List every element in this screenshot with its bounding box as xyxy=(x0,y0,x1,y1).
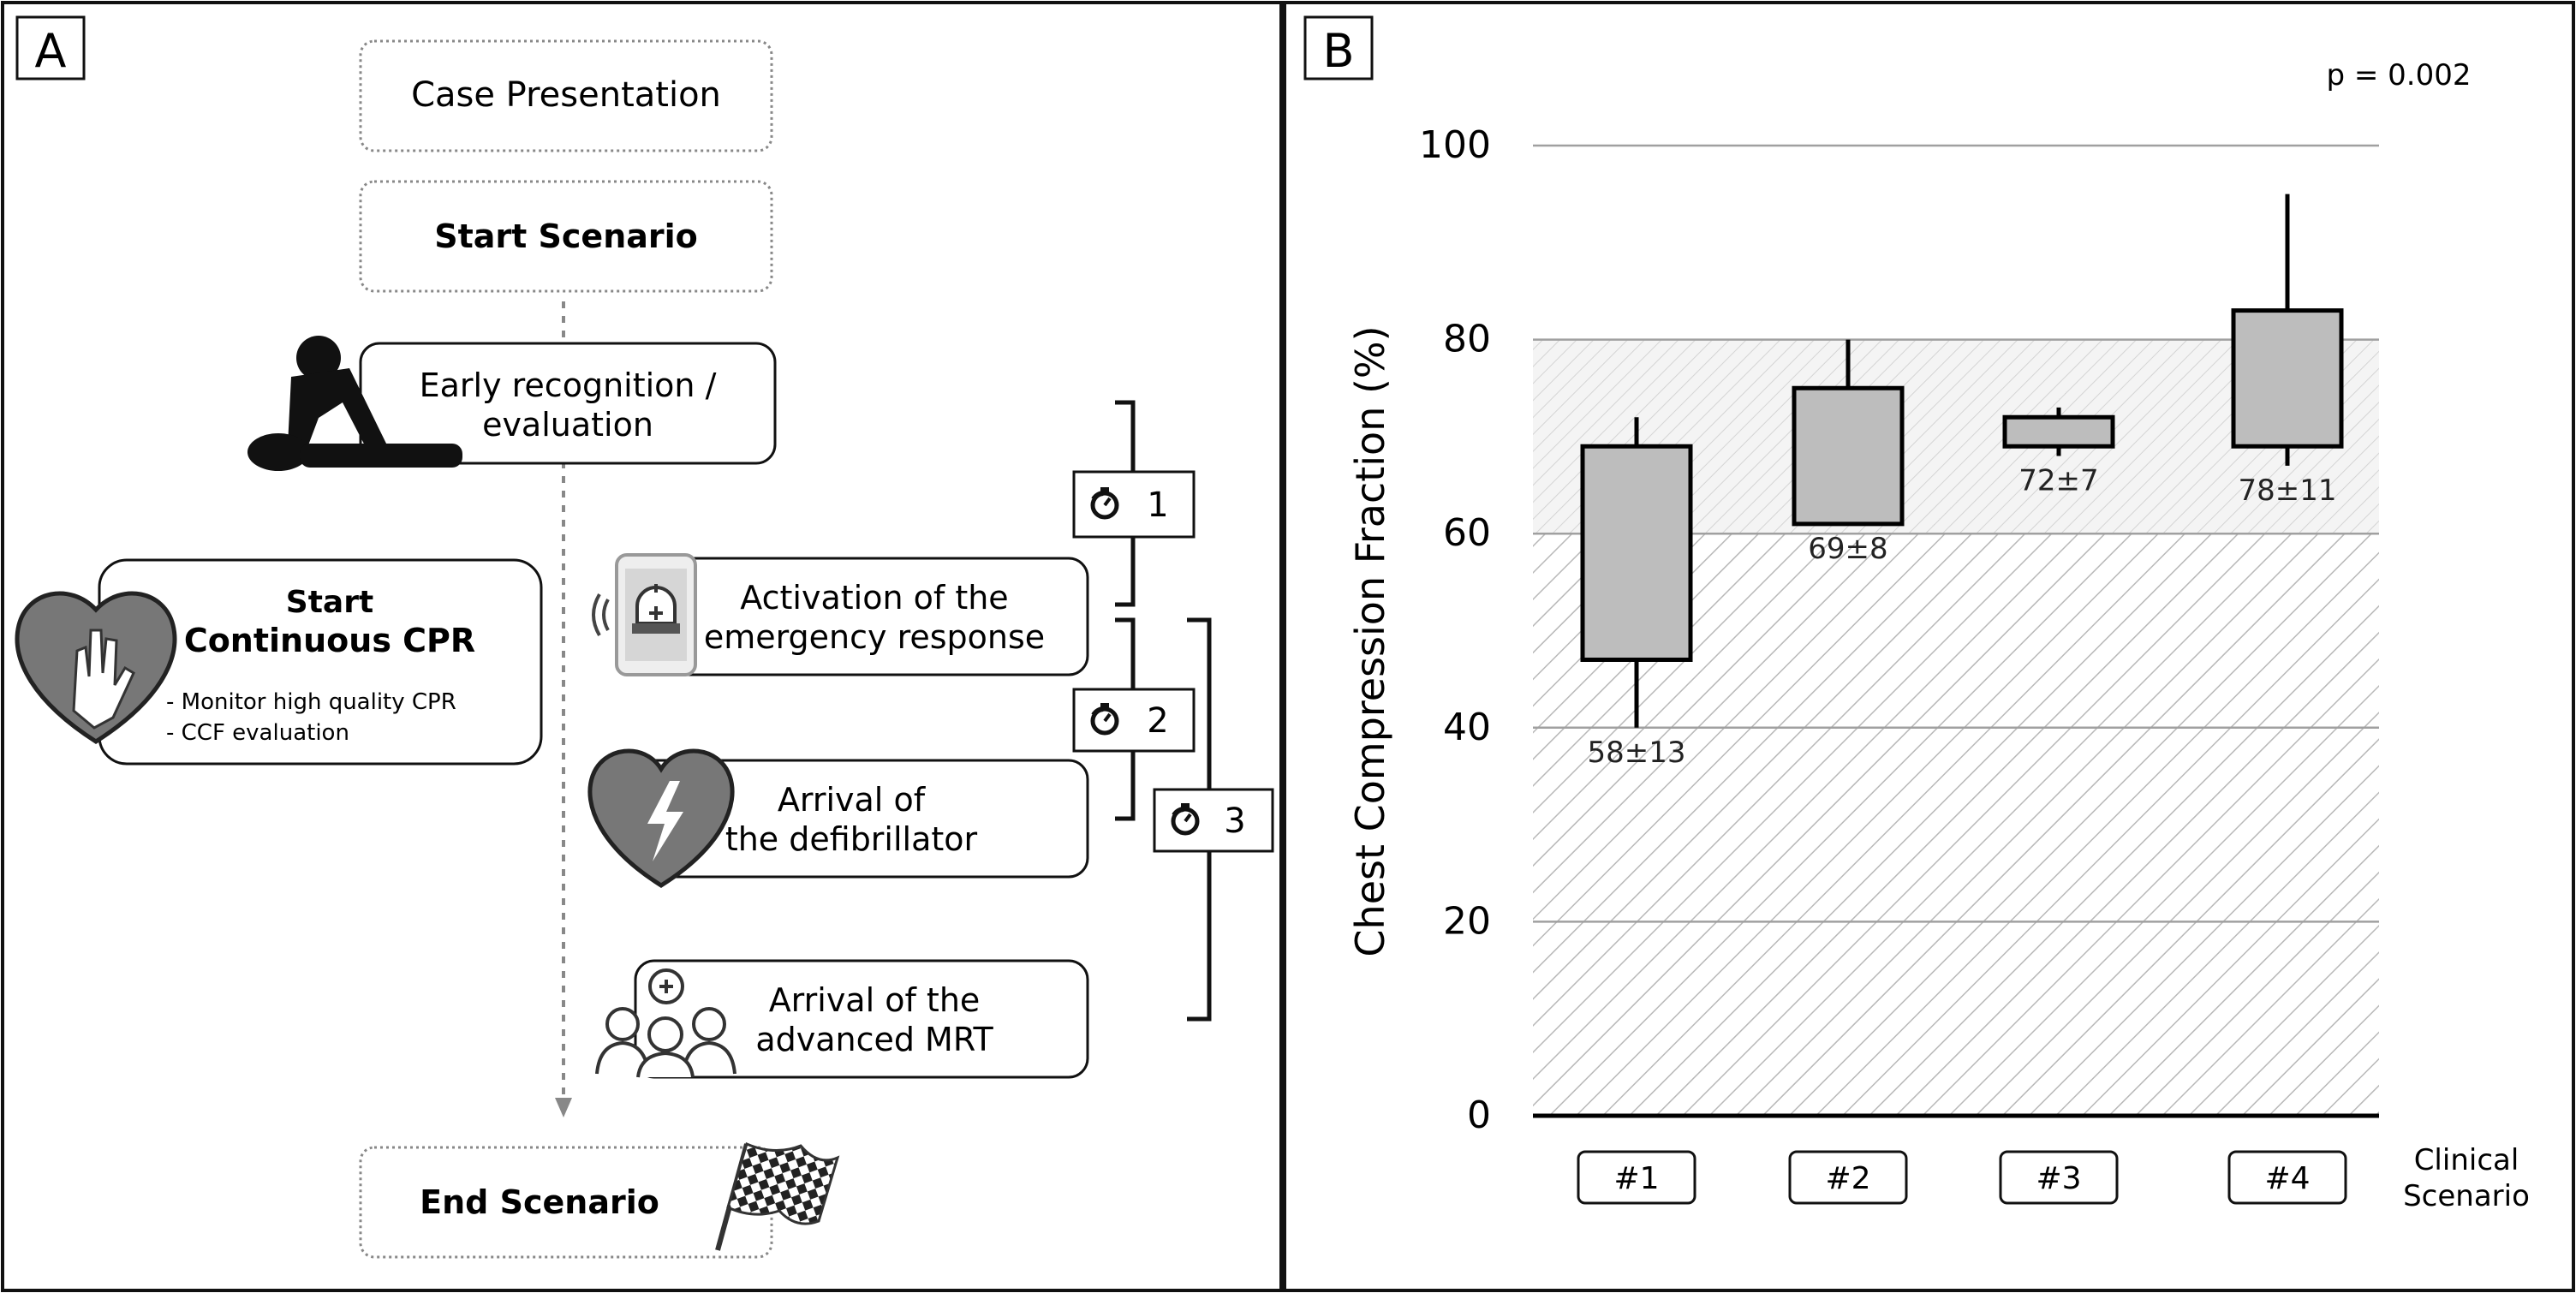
box-plot-3 xyxy=(2002,407,2115,456)
medical-team-icon xyxy=(595,968,736,1078)
case-presentation-box xyxy=(359,39,773,152)
cpr-bullet-2: - CCF evaluation xyxy=(166,720,349,746)
mean-label: 72±7 xyxy=(2018,464,2098,498)
box xyxy=(1580,444,1693,662)
early-recognition-line1: Early recognition / xyxy=(420,366,717,404)
timer-2: 2 xyxy=(1072,688,1196,753)
mean-label: 69±8 xyxy=(1808,532,1887,566)
activation-line1: Activation of the xyxy=(740,579,1008,617)
y-tick-label: 0 xyxy=(1467,1093,1491,1137)
mean-label: 58±13 xyxy=(1587,736,1685,770)
x-axis-label-line1: Clinical xyxy=(2414,1143,2519,1177)
heart-lightning-icon xyxy=(587,748,735,888)
y-tick-label: 60 xyxy=(1443,511,1491,555)
activation-box xyxy=(634,557,1089,676)
box xyxy=(2002,414,2115,449)
panel-b: B p = 0.002 0 20 40 60 80 100 58±13 69±8 72±7 78… xyxy=(1283,1,2575,1292)
x-category-3: #3 xyxy=(1999,1150,2119,1205)
timer-3: 3 xyxy=(1153,788,1274,853)
timer-3-label: 3 xyxy=(1224,801,1245,841)
cpr-bullet-1: - Monitor high quality CPR xyxy=(166,689,456,715)
case-presentation-label: Case Presentation xyxy=(411,75,721,115)
early-recognition-line2: evaluation xyxy=(482,406,653,444)
mean-label: 78±11 xyxy=(2238,474,2336,508)
end-scenario-label: End Scenario xyxy=(420,1183,659,1221)
cpr-title-line1: Start xyxy=(286,585,373,620)
panel-a-label-box xyxy=(15,15,86,80)
chart-boxes xyxy=(1580,194,2344,728)
x-category-label: #2 xyxy=(1825,1161,1870,1196)
start-scenario-label: Start Scenario xyxy=(434,217,698,255)
x-category-label: #1 xyxy=(1613,1161,1659,1196)
y-tick-label: 40 xyxy=(1443,706,1491,749)
chart-mean-labels: 58±13 69±8 72±7 78±11 xyxy=(1587,464,2336,770)
checkered-flag-icon xyxy=(715,1141,840,1251)
arrival-defib-line2: the defibrillator xyxy=(725,820,978,858)
box xyxy=(2231,308,2344,449)
arrival-mrt-line1: Arrival of the xyxy=(769,981,981,1019)
x-category-2: #2 xyxy=(1788,1150,1908,1205)
panel-b-label: B xyxy=(1322,24,1354,78)
activation-line2: emergency response xyxy=(704,618,1045,656)
cpr-person-icon xyxy=(247,336,462,471)
y-tick-label: 80 xyxy=(1443,318,1491,361)
y-axis-label: Chest Compression Fraction (%) xyxy=(1347,325,1393,956)
x-axis-label-line2: Scenario xyxy=(2403,1179,2530,1213)
box-plot-1 xyxy=(1580,417,1693,728)
timer-2-label: 2 xyxy=(1147,701,1168,741)
x-category-1: #1 xyxy=(1577,1150,1696,1205)
panel-a: A Case Presentation Start Scenario Early… xyxy=(1,1,1283,1292)
y-tick-label: 20 xyxy=(1443,899,1491,943)
heart-hands-icon xyxy=(15,591,177,744)
x-category-label: #3 xyxy=(2036,1161,2081,1196)
y-tick-label: 100 xyxy=(1419,123,1491,167)
p-value: p = 0.002 xyxy=(2326,58,2471,92)
cpr-title-line2: Continuous CPR xyxy=(184,622,475,659)
chart-x-categories: #1 #2 #3 #4 xyxy=(1577,1150,2347,1205)
start-scenario-box xyxy=(359,180,773,293)
x-category-label: #4 xyxy=(2264,1161,2310,1196)
arrival-defib-line1: Arrival of xyxy=(778,781,927,819)
phone-alarm-icon xyxy=(592,553,697,676)
timer-1: 1 xyxy=(1072,470,1196,539)
arrival-mrt-line2: advanced MRT xyxy=(755,1021,993,1058)
panel-a-label: A xyxy=(35,24,67,78)
chart-y-ticks: 0 20 40 60 80 100 xyxy=(1419,123,1491,1137)
box xyxy=(1792,385,1905,527)
x-category-4: #4 xyxy=(2227,1150,2347,1205)
timer-1-label: 1 xyxy=(1147,486,1168,525)
panel-b-label-box xyxy=(1303,15,1374,80)
flow-arrowhead xyxy=(555,1098,572,1117)
box-plot-2 xyxy=(1792,339,1905,527)
box-plot-4 xyxy=(2231,194,2344,466)
